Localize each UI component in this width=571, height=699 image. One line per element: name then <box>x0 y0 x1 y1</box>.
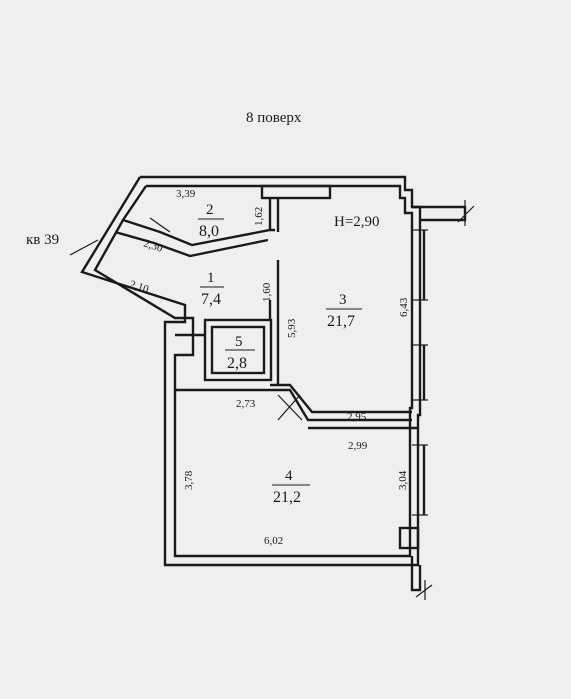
dim-room4-right: 3,04 <box>397 470 409 490</box>
dim-room2-right: 1,62 <box>253 207 265 226</box>
room-2-area: 8,0 <box>199 223 219 240</box>
room-4-area: 21,2 <box>273 489 301 506</box>
floor-label: 8 поверх <box>246 110 302 126</box>
room-1-number: 1 <box>207 270 215 286</box>
dim-top-wall: 3,39 <box>176 188 196 200</box>
room-2-number: 2 <box>206 202 214 218</box>
apartment-label: кв 39 <box>26 232 59 248</box>
walls <box>80 175 467 592</box>
window-marks <box>69 200 475 600</box>
room-3-area: 21,7 <box>327 313 355 330</box>
dim-room4-left: 3,78 <box>183 470 195 490</box>
dim-diagonal-upper: 2,30 <box>142 237 164 255</box>
room-4-number: 4 <box>285 468 293 484</box>
dim-partition-lower: 2,99 <box>348 440 368 452</box>
dim-room4-bottom: 6,02 <box>264 535 283 547</box>
room-5-number: 5 <box>235 334 243 350</box>
dim-diagonal-lower: 2,10 <box>128 278 150 296</box>
dim-room5-bottom: 2,73 <box>236 398 256 410</box>
dim-room3-right: 6,43 <box>398 297 410 317</box>
room-1-area: 7,4 <box>201 291 221 308</box>
room-3-number: 3 <box>339 292 347 308</box>
ceiling-height: H=2,90 <box>334 214 380 230</box>
dim-partition-upper: 2,95 <box>347 411 367 423</box>
dim-corridor-wall: 1,60 <box>261 282 273 302</box>
dim-room3-inner: 5,93 <box>286 318 298 338</box>
room-5-area: 2,8 <box>227 355 247 372</box>
